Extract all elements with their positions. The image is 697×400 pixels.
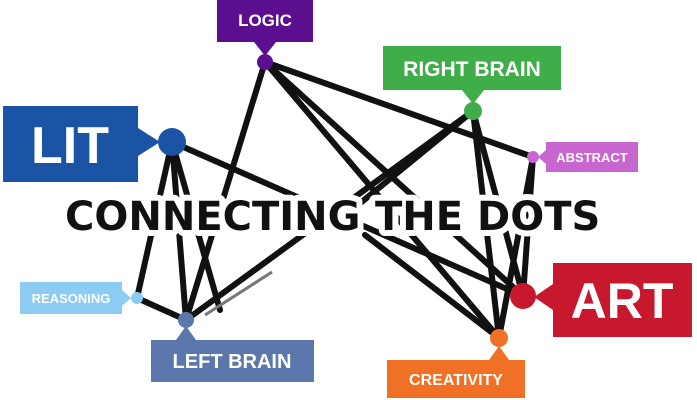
edge-lit-art (169, 139, 526, 299)
node-lit: LIT (3, 106, 186, 182)
lit-label: LIT (31, 117, 109, 175)
edge-reasoning-leftbrain (134, 295, 189, 323)
abstract-label-box (546, 142, 638, 172)
left-brain-label: LEFT BRAIN (173, 351, 292, 373)
creativity-pointer (489, 346, 509, 360)
art-label-box (553, 263, 692, 337)
edge-logic-creativity (262, 59, 502, 341)
edge-rightbrain-lit (355, 108, 476, 208)
node-right-brain: RIGHT BRAIN (383, 46, 561, 120)
logic-label: LOGIC (238, 11, 292, 30)
edge-rightbrain-creativity (470, 108, 502, 341)
edge-lit-reasoning (134, 139, 175, 301)
abstract-dot (527, 151, 539, 163)
title: CONNECTING THE DOTS (59, 188, 606, 246)
art-pointer (534, 284, 553, 310)
edge-logic-leftbrain (183, 59, 268, 323)
lit-dot (158, 128, 186, 156)
left-brain-pointer (176, 326, 196, 340)
node-abstract: ABSTRACT (527, 142, 638, 172)
creativity-label-box (387, 360, 525, 398)
logic-pointer (254, 42, 276, 56)
creativity-label: CREATIVITY (409, 372, 503, 389)
edge-leftbrain-rightbrain (183, 108, 476, 323)
right-brain-label-box (383, 46, 561, 90)
art-label: ART (571, 273, 674, 329)
edge-creativity-abstract (496, 154, 536, 341)
grey-accent-line (204, 270, 273, 317)
title-left: CONNECTING (65, 194, 360, 240)
node-left-brain: LEFT BRAIN (151, 312, 314, 382)
lit-label-box (3, 106, 138, 182)
logic-label-box (217, 0, 313, 42)
reasoning-dot (131, 292, 143, 304)
node-creativity: CREATIVITY (387, 329, 525, 398)
art-dot (510, 283, 536, 309)
edge-lit-leftbrain (169, 139, 189, 323)
reasoning-label: REASONING (32, 291, 111, 306)
title-right: THE DOTS (375, 194, 600, 240)
abstract-label: ABSTRACT (556, 150, 628, 165)
connection-lines (134, 59, 536, 341)
abstract-pointer (538, 150, 546, 164)
edge-logic-abstract (262, 59, 536, 160)
node-logic: LOGIC (217, 0, 313, 70)
edge-dots-creativity (362, 232, 502, 341)
reasoning-pointer (122, 290, 131, 306)
right-brain-label: RIGHT BRAIN (403, 58, 541, 81)
logic-dot (257, 54, 273, 70)
left-brain-label-box (151, 340, 314, 382)
node-art: ART (510, 263, 692, 337)
left-brain-dot (178, 312, 194, 328)
reasoning-label-box (20, 282, 122, 314)
creativity-dot (490, 329, 508, 347)
node-reasoning: REASONING (20, 282, 143, 314)
right-brain-dot (464, 102, 482, 120)
lit-pointer (138, 128, 160, 156)
edge-lit-leftbrain-2 (169, 139, 223, 313)
right-brain-pointer (462, 90, 484, 104)
